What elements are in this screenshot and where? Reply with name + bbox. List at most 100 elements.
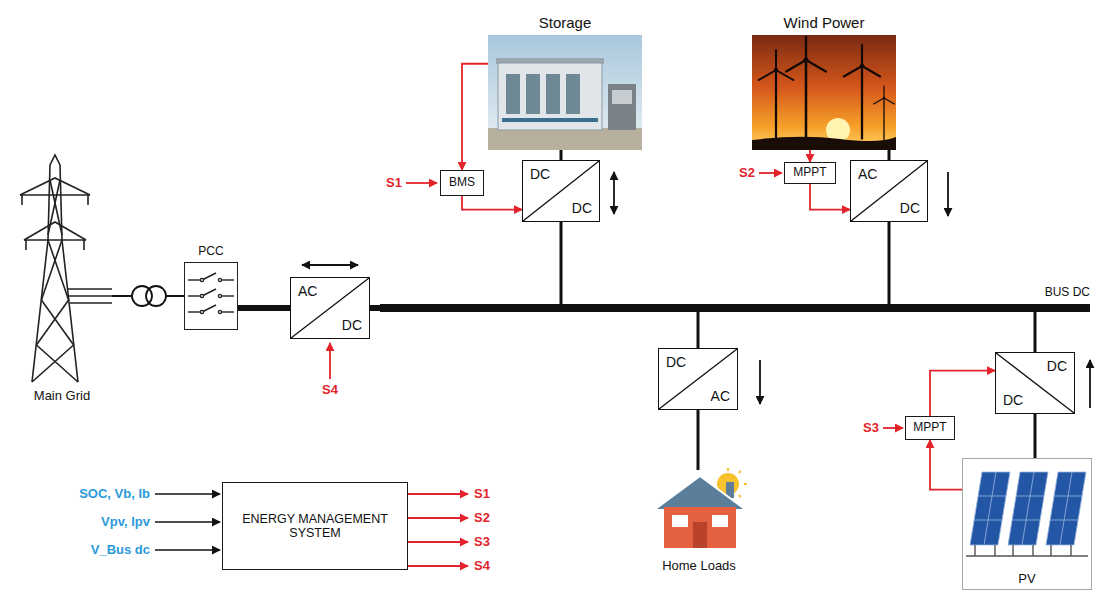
insulator xyxy=(87,195,89,205)
storage-photo-frame: Storage xyxy=(488,35,642,150)
tower-arm xyxy=(20,178,90,195)
ems-box: ENERGY MANAGEMENT SYSTEM xyxy=(222,482,408,570)
control-signal-line xyxy=(930,440,962,490)
label-holder: S2 xyxy=(739,166,755,181)
figure-caption: Main Grid xyxy=(34,389,90,404)
home-loads-frame: Home Loads xyxy=(640,470,758,576)
label-holder: S4 xyxy=(474,559,490,574)
switch-blade xyxy=(202,289,216,296)
power-flow-arrow xyxy=(613,172,615,214)
figure-caption: PV xyxy=(1018,572,1035,587)
measurement-name: V_Bus dc xyxy=(91,543,150,558)
converter-diagonal-line xyxy=(996,353,1074,413)
tower-brace xyxy=(36,345,78,382)
tower-brace xyxy=(48,180,60,235)
power-line xyxy=(238,305,290,311)
label-holder: S1 xyxy=(386,176,402,191)
figure-caption: Home Loads xyxy=(662,559,736,574)
bus-label: BUS DC xyxy=(380,286,1090,300)
mppt-box: MPPT xyxy=(784,162,836,184)
bms-box: BMS xyxy=(440,170,484,196)
grid-wire xyxy=(68,288,112,289)
node-title: Storage xyxy=(488,14,642,31)
measurement-name: Vpv, Ipv xyxy=(101,515,150,530)
box-label: MPPT xyxy=(793,166,826,180)
power-flow-arrows xyxy=(302,172,1090,408)
tower-brace xyxy=(41,300,73,345)
wind-photo xyxy=(752,35,896,150)
signal-arrow xyxy=(408,493,468,495)
tower-brace xyxy=(50,180,62,235)
signal-arrow xyxy=(408,517,468,519)
switch-contact xyxy=(200,310,203,313)
roof xyxy=(654,476,746,510)
switch-contact xyxy=(218,310,221,313)
dc-ac-converter: DCAC xyxy=(658,348,738,410)
converter-label: DC xyxy=(900,200,920,216)
box-label: BMS xyxy=(449,176,475,190)
wind-turbine xyxy=(844,45,880,140)
signal-arrow xyxy=(408,565,468,567)
ac-dc-converter: ACDC xyxy=(290,277,370,339)
label-holder: Vpv, Ipv xyxy=(101,515,150,530)
power-flow-arrow xyxy=(759,360,761,404)
panel-leg xyxy=(1050,545,1051,556)
power-line xyxy=(560,222,563,304)
label-holder: SOC, Vb, Ib xyxy=(79,487,150,502)
tower-arm xyxy=(24,239,86,241)
node-title: Wind Power xyxy=(752,14,896,31)
solar-panel xyxy=(1046,472,1086,545)
panel-grid xyxy=(1060,472,1072,545)
signal-name: S4 xyxy=(474,559,490,574)
ground-line xyxy=(966,555,1088,556)
panel-leg xyxy=(1032,545,1033,556)
power-flow-arrow xyxy=(1089,360,1091,408)
transmission-tower xyxy=(20,155,90,382)
measurement-arrows xyxy=(155,494,220,550)
tower-arm xyxy=(20,194,90,196)
panel-leg xyxy=(974,545,975,556)
converter-label: AC xyxy=(858,166,877,182)
switch-contact xyxy=(218,294,221,297)
converter-label: DC xyxy=(530,166,550,182)
input-arrow xyxy=(155,549,220,551)
label-holder: S4 xyxy=(322,383,338,398)
switch-contact xyxy=(200,294,203,297)
label-holder: S1 xyxy=(474,487,490,502)
signal-name: S2 xyxy=(474,511,490,526)
control-signal-line xyxy=(462,64,488,170)
panel-grid xyxy=(1022,472,1034,545)
signal-arrow xyxy=(759,172,782,174)
panel-leg xyxy=(1012,545,1013,556)
house-icon xyxy=(654,468,747,548)
dc-bus-bar: BUS DC xyxy=(380,304,1090,312)
power-line xyxy=(697,410,700,470)
power-line xyxy=(1034,414,1037,458)
label-holder: S2 xyxy=(474,511,490,526)
power-flow-arrow xyxy=(947,172,949,216)
power-line xyxy=(1034,312,1037,352)
sun-ray xyxy=(727,468,729,471)
sun-ray xyxy=(739,495,741,497)
tower-arm xyxy=(24,222,86,240)
grid-wire xyxy=(70,302,112,303)
dc-dc-converter: DCDC xyxy=(522,160,600,222)
wind-photo-frame: Wind Power xyxy=(752,35,896,150)
insulator xyxy=(83,240,85,250)
signal-arrows xyxy=(330,173,903,566)
sky xyxy=(488,35,642,150)
dc-dc-converter: DCDC xyxy=(995,352,1075,414)
storage-photo xyxy=(488,35,642,150)
converter-label: AC xyxy=(711,388,730,404)
container-vent xyxy=(526,74,540,114)
container-vent xyxy=(546,74,560,114)
tower-legs xyxy=(32,155,78,382)
converter-label: AC xyxy=(298,283,317,299)
grid-tower-frame: Main Grid xyxy=(12,150,112,406)
node-title: PCC xyxy=(185,245,237,259)
converter-diagonal-line xyxy=(659,349,737,409)
ac-dc-converter: AC DC xyxy=(850,160,928,222)
transformer-symbol xyxy=(132,286,166,306)
power-line xyxy=(888,222,891,304)
